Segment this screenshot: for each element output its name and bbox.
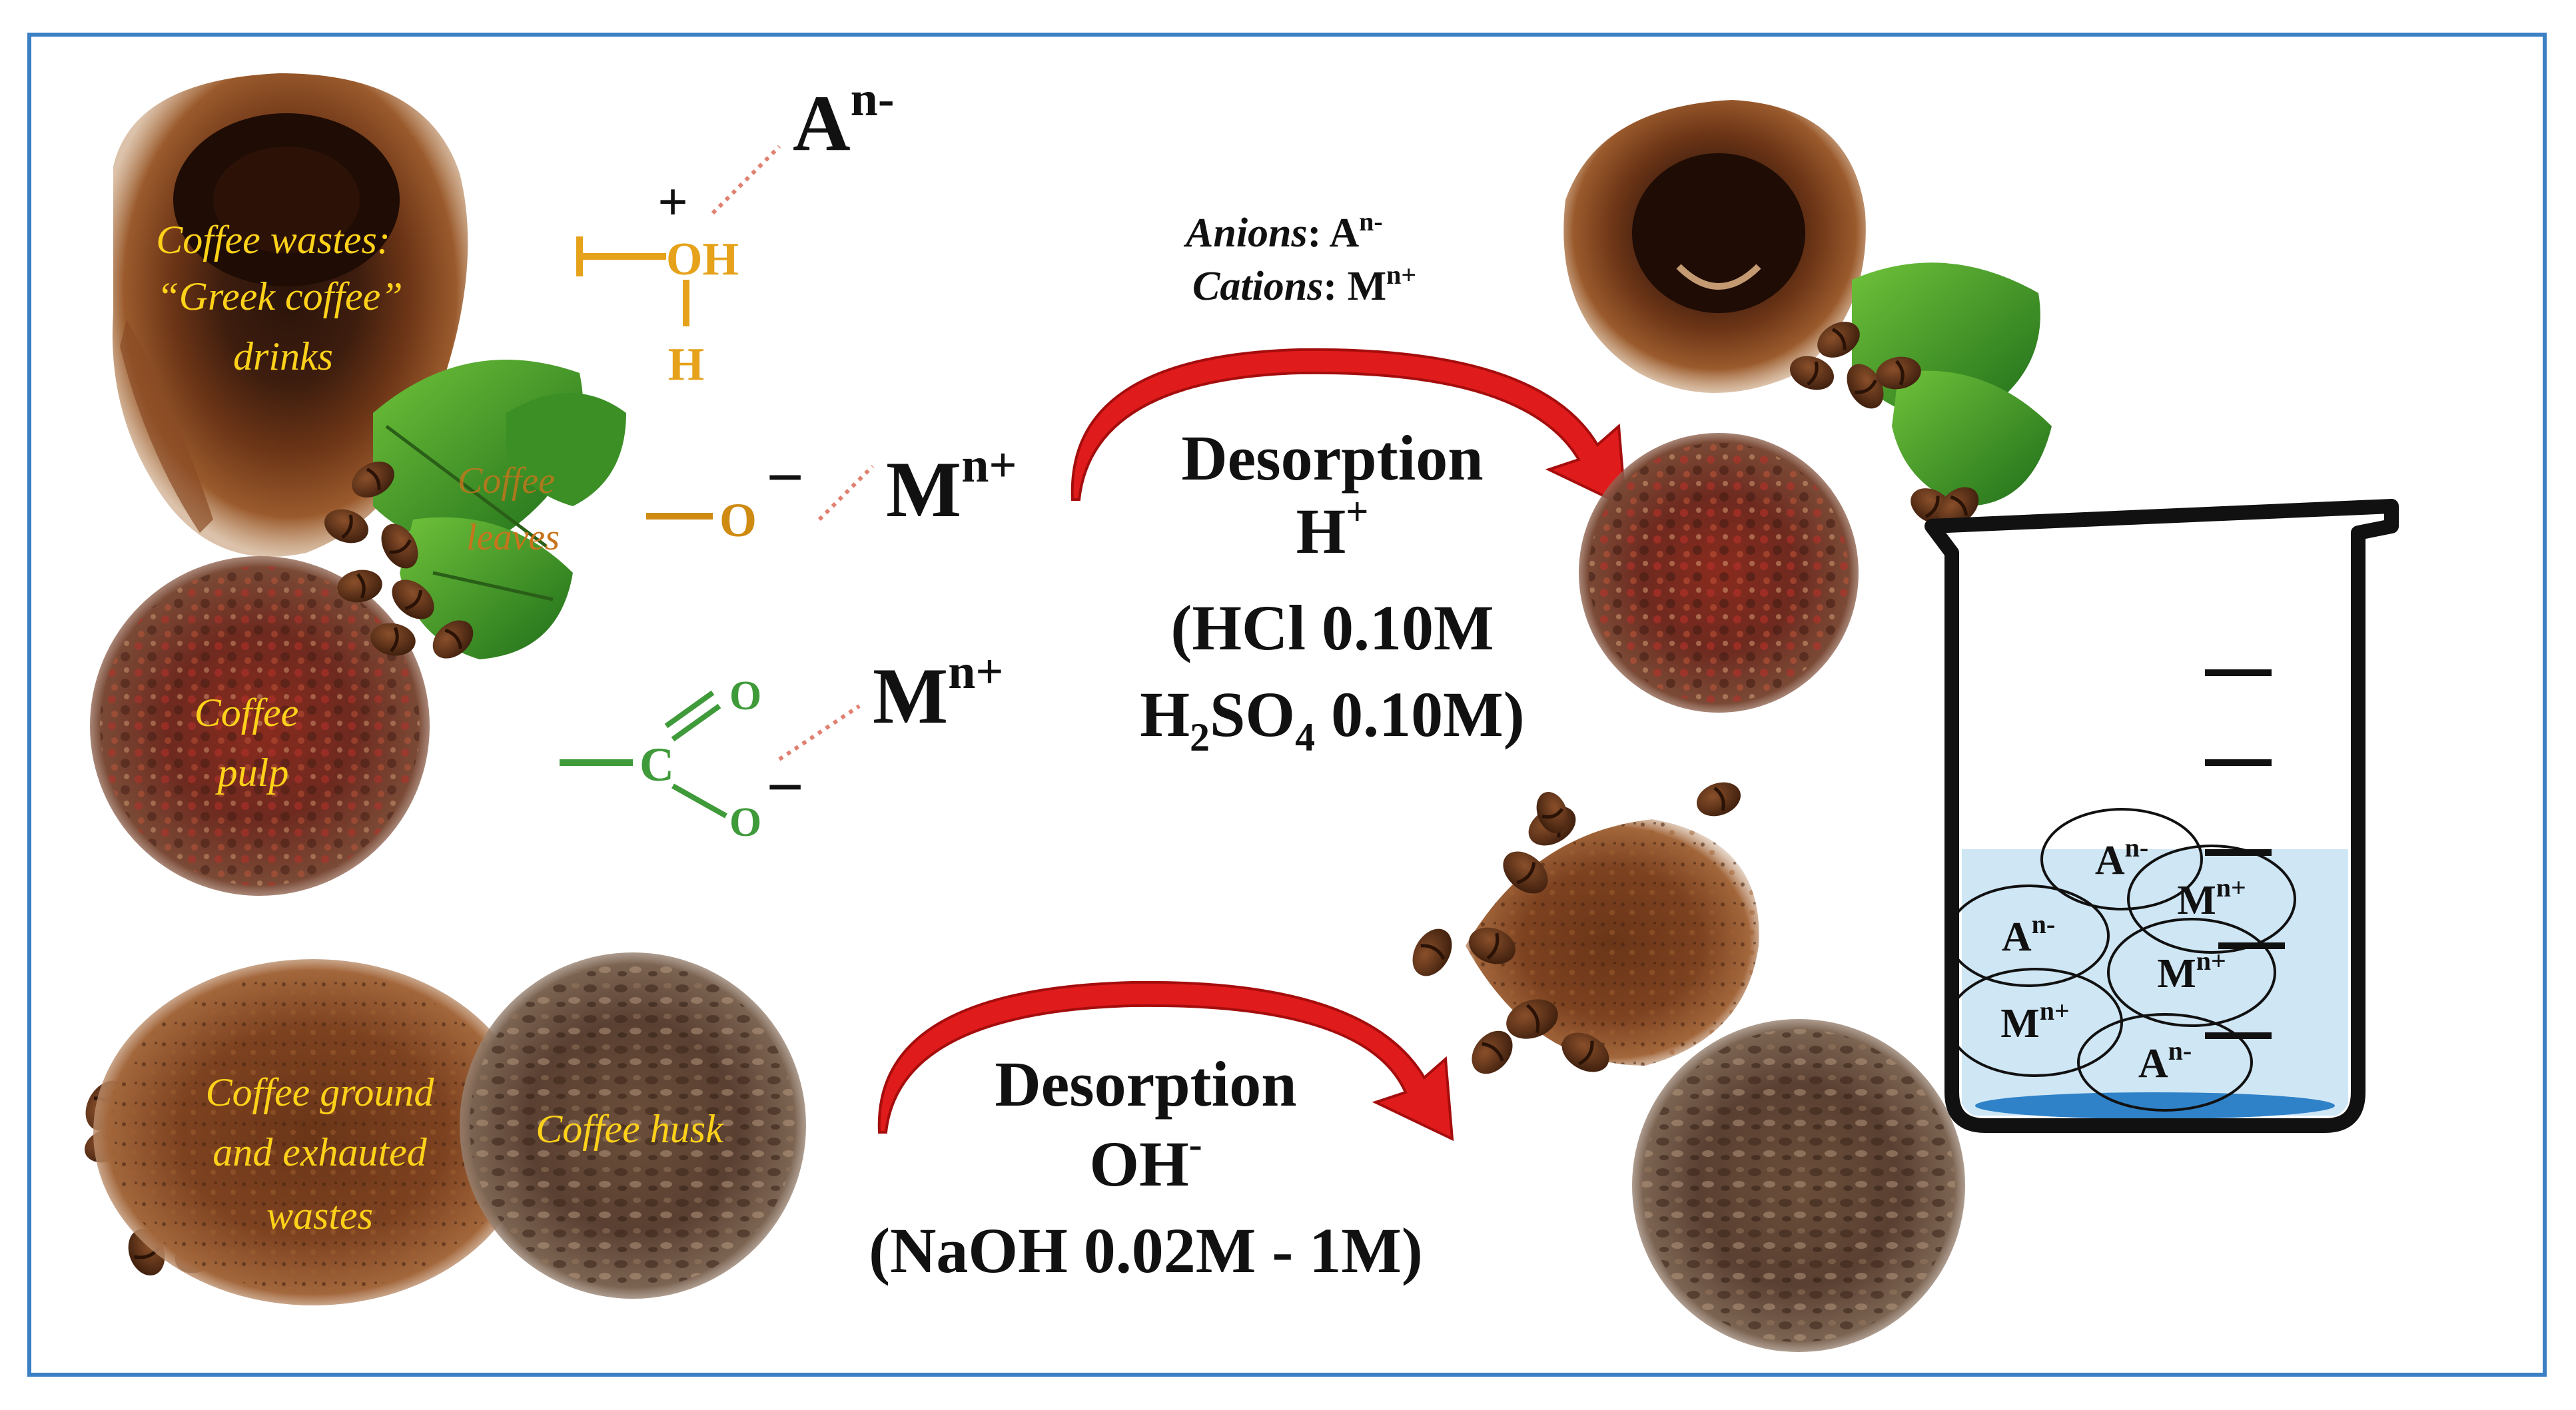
carboxyl-cation: Mn+ xyxy=(873,645,1004,740)
coffee-ground-line3: wastes xyxy=(266,1194,373,1237)
beaker-icon: An- Mn+ An- Mn+ Mn+ An- xyxy=(1925,499,2399,1133)
base-desorption: Desorption OH- (NaOH 0.02M - 1M) xyxy=(869,980,1454,1286)
beaker-ion: An- xyxy=(2077,1013,2253,1112)
regenerated-husk-image xyxy=(1632,1019,1965,1352)
phenoxide-group: O − Mn+ xyxy=(646,438,1017,547)
coffee-bean xyxy=(432,620,474,659)
beaker-ion: Mn+ xyxy=(1947,968,2123,1077)
ion-label: Mn+ xyxy=(2157,946,2226,996)
coffee-bean xyxy=(324,509,368,543)
coffee-husk-image xyxy=(460,952,806,1299)
coffee-pulp-label: Coffee pulp xyxy=(195,691,299,795)
carboxyl-c: C xyxy=(640,738,674,791)
beaker-ion: Mn+ xyxy=(2107,918,2276,1027)
coffee-bean xyxy=(1938,487,1979,526)
ion-legend: Anions: An- Cations: Mn+ xyxy=(1183,206,1416,309)
hydroxyl-charge: + xyxy=(657,173,688,232)
coffee-ground-line2: and exhauted xyxy=(213,1130,428,1174)
regenerated-grounds-image xyxy=(1563,100,1866,393)
ion-label: An- xyxy=(2002,909,2055,960)
hydroxyl-anion: An- xyxy=(793,72,894,167)
coffee-wastes-label: Coffee wastes: “Greek coffee” drinks xyxy=(156,218,402,378)
ion-circle xyxy=(2107,918,2276,1027)
acid-desorption-title: Desorption xyxy=(1181,422,1483,494)
acid-desorption: Desorption H+ (HCl 0.10M H2SO4 0.10M) xyxy=(1071,348,1627,759)
coffee-wastes-line1: Coffee wastes: xyxy=(156,218,390,262)
coffee-bean xyxy=(1847,364,1884,409)
ion-circle xyxy=(2077,1013,2253,1112)
hydroxyl-h: H xyxy=(668,339,704,390)
coffee-bean xyxy=(1503,851,1548,894)
base-agent: OH- xyxy=(1089,1122,1202,1200)
coffee-wastes-line3: drinks xyxy=(233,334,333,378)
coffee-bean xyxy=(370,623,416,656)
hydroxyl-oh: OH xyxy=(666,234,739,285)
coffee-bean xyxy=(1472,1030,1513,1074)
coffee-wastes-line2: “Greek coffee” xyxy=(157,274,402,318)
beaker-ions: An- Mn+ An- Mn+ Mn+ An- xyxy=(1947,808,2296,1112)
hydroxyl-group: + OH H An- xyxy=(576,72,894,390)
coffee-bean xyxy=(1561,1032,1609,1072)
coffee-bean xyxy=(1790,356,1834,390)
coffee-pulp-image xyxy=(90,556,430,896)
base-conditions: (NaOH 0.02M - 1M) xyxy=(869,1215,1423,1286)
coffee-bean xyxy=(1817,322,1860,358)
coffee-pulp-line2: pulp xyxy=(215,751,289,795)
coffee-bean xyxy=(1412,928,1452,976)
acid-conditions-line2: H2SO4 0.10M) xyxy=(1140,679,1524,759)
coffee-bean xyxy=(337,569,382,603)
phenoxide-cation: Mn+ xyxy=(886,438,1017,533)
beaker-ion: An- xyxy=(1947,884,2110,987)
ion-label: An- xyxy=(2095,833,2148,883)
coffee-leaves-label: Coffee leaves xyxy=(458,460,560,558)
coffee-leaves-line1: Coffee xyxy=(458,460,555,502)
carboxyl-charge: − xyxy=(766,750,804,824)
ion-circle xyxy=(1947,884,2110,987)
coffee-bean xyxy=(1876,356,1921,390)
coffee-leaves-image xyxy=(373,360,626,659)
beaker-ion: Mn+ xyxy=(2127,845,2296,954)
coffee-bean xyxy=(392,579,434,619)
base-desorption-title: Desorption xyxy=(995,1048,1296,1120)
coffee-bean xyxy=(1469,927,1515,964)
coffee-ground-exhausted-image xyxy=(93,959,533,1305)
legend-anions: Anions: An- xyxy=(1183,206,1383,256)
coffee-leaves-line2: leaves xyxy=(466,517,560,558)
regenerated-beans-image xyxy=(1412,322,1979,1074)
acid-agent: H+ xyxy=(1296,490,1369,567)
base-arrow xyxy=(877,980,1454,1142)
ion-label: Mn+ xyxy=(2177,873,2246,923)
coffee-bean xyxy=(352,462,394,498)
coffee-ground-line1: Coffee ground xyxy=(206,1070,435,1114)
ion-circle xyxy=(2127,845,2296,954)
phenoxide-o: O xyxy=(719,494,757,547)
ion-circle xyxy=(2040,808,2203,910)
phenoxide-charge: − xyxy=(766,440,804,514)
coffee-bean xyxy=(1697,782,1741,817)
acid-arrow xyxy=(1071,348,1627,509)
carboxyl-o-top: O xyxy=(729,673,761,719)
coffee-pulp-line1: Coffee xyxy=(195,691,299,735)
carboxyl-o-bottom: O xyxy=(729,800,761,845)
ion-label: Mn+ xyxy=(2000,996,2070,1046)
coffee-ground-label: Coffee ground and exhauted wastes xyxy=(206,1070,435,1237)
beaker-ion: An- xyxy=(2040,808,2203,910)
coffee-bean xyxy=(381,524,418,569)
ion-label: An- xyxy=(2138,1036,2192,1086)
regenerated-pulp-image xyxy=(1579,433,1859,713)
coffee-bean xyxy=(1536,792,1568,833)
carboxyl-group: C O O − Mn+ xyxy=(560,645,1004,845)
acid-conditions-line1: (HCl 0.10M xyxy=(1170,592,1494,663)
legend-cations: Cations: Mn+ xyxy=(1192,260,1416,309)
coffee-bean xyxy=(1506,999,1558,1039)
ion-circle xyxy=(1947,968,2123,1077)
coffee-husk-label: Coffee husk xyxy=(536,1107,724,1151)
